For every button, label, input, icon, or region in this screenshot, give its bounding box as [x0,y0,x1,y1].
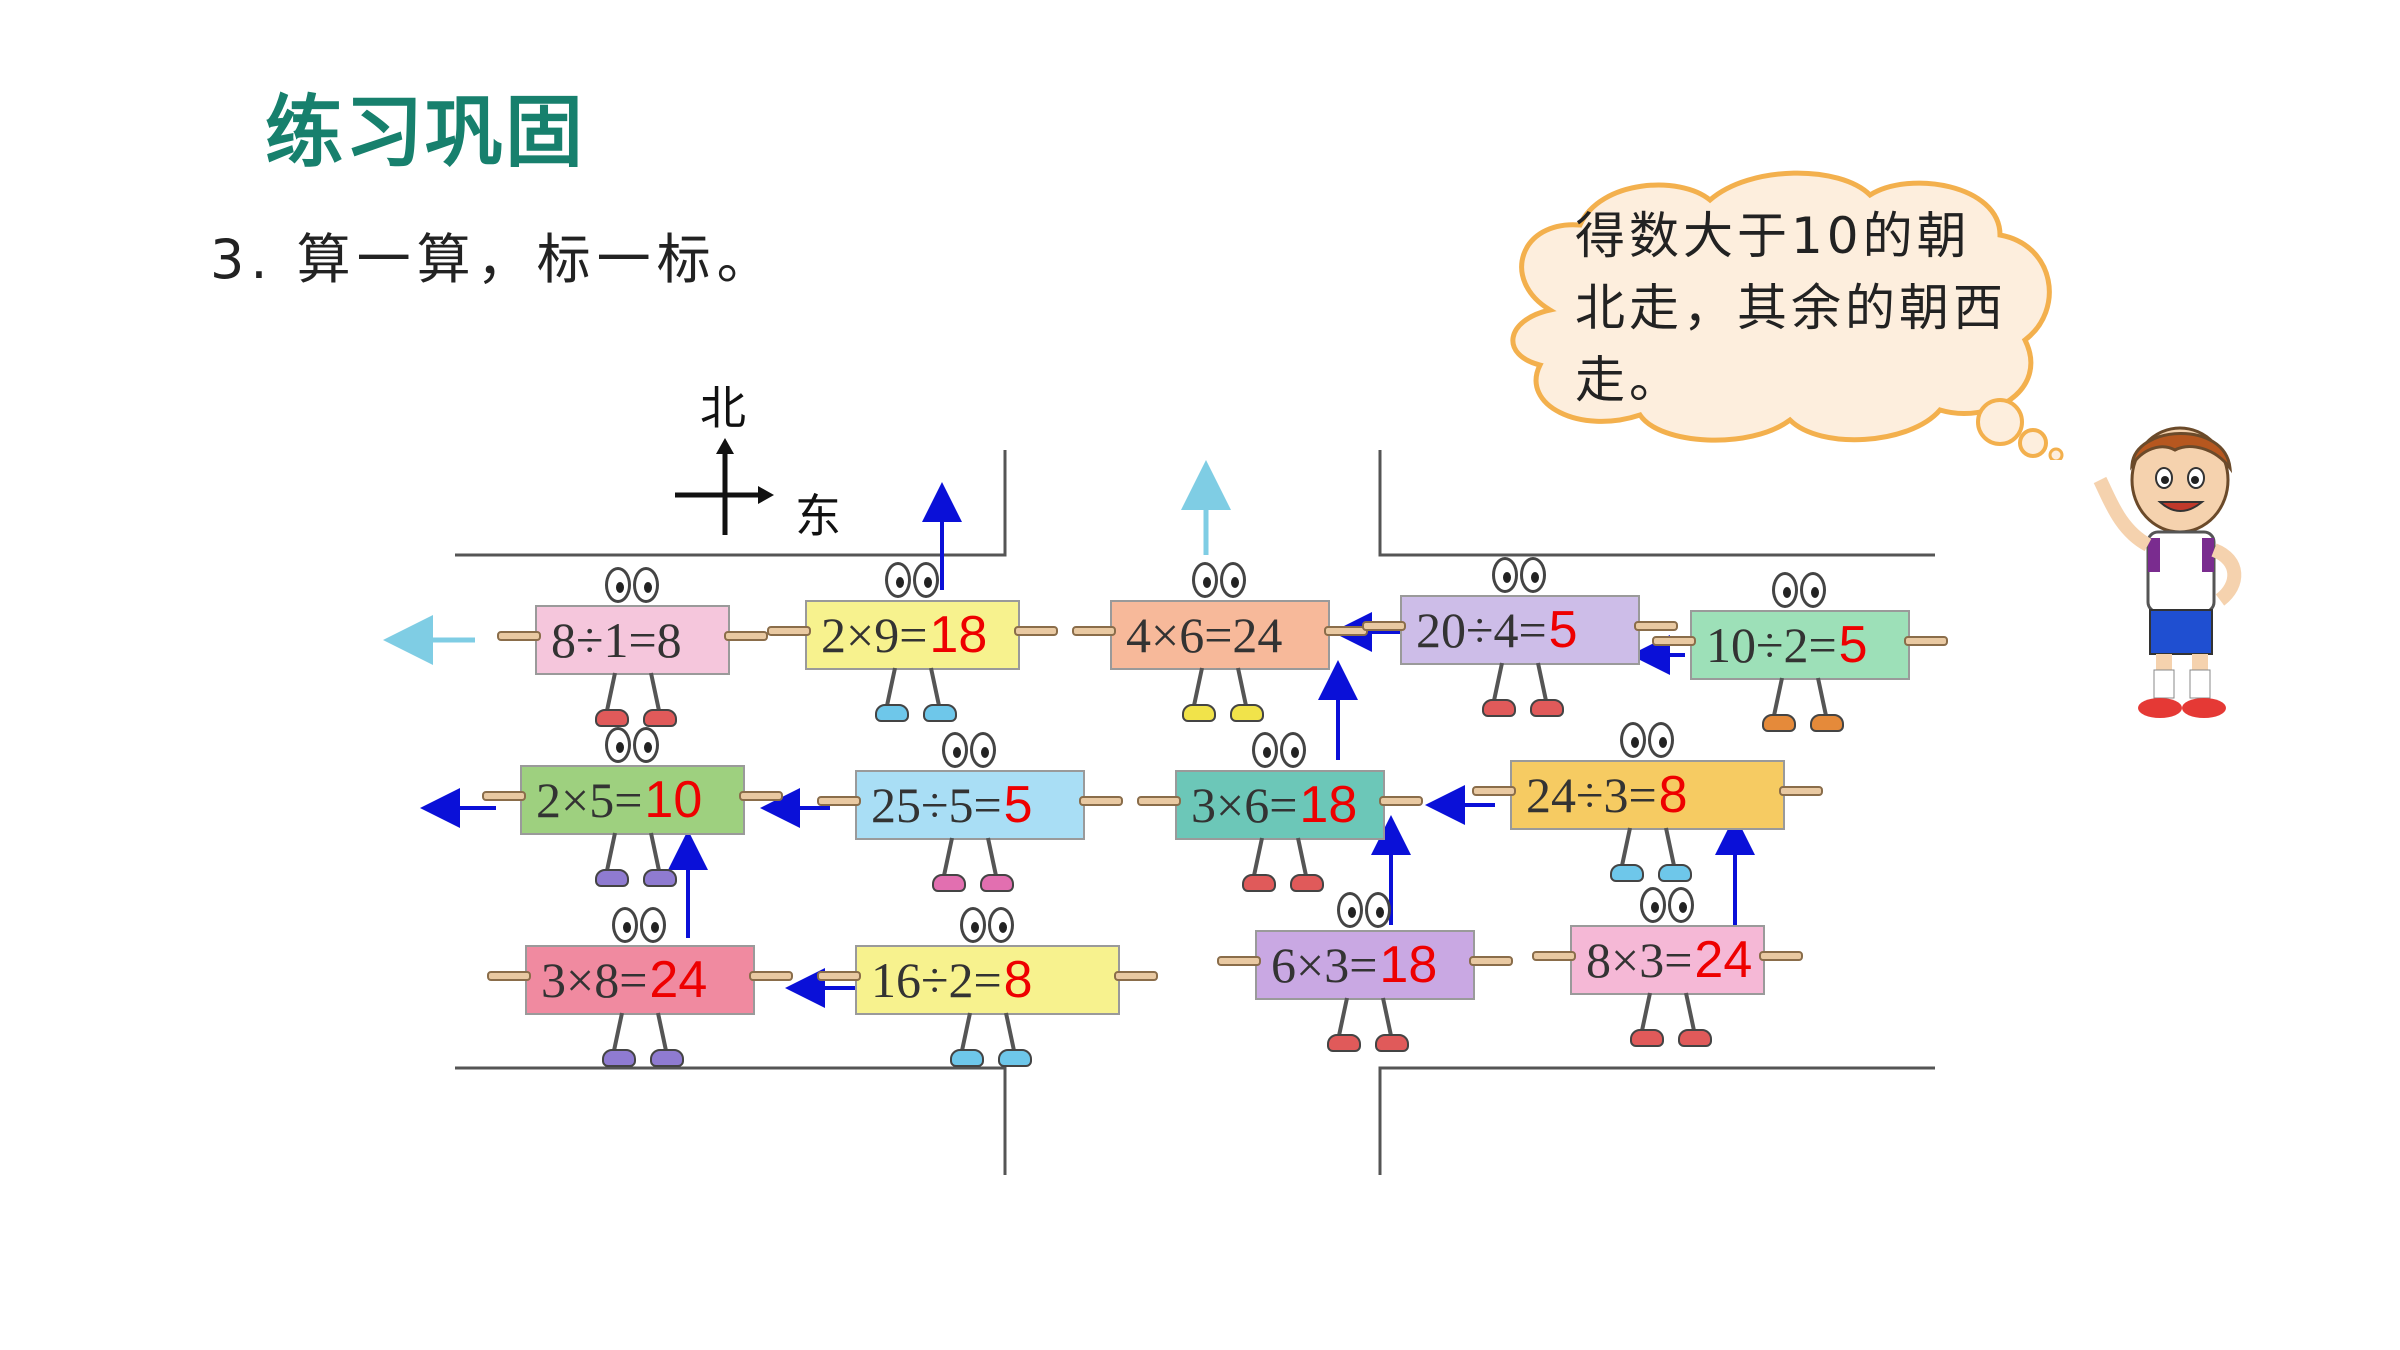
card-answer: 5 [1003,776,1033,834]
card-expression: 24÷3= [1526,767,1657,823]
math-card-1: 8÷1=8 [497,567,768,727]
math-card-3: 4×6=24 [1072,562,1368,722]
card-eyes-icon [603,567,663,611]
boy-character-icon [2093,426,2242,718]
card-expression: 20÷4= [1416,602,1547,658]
card-eyes-icon [1618,722,1678,766]
math-card-9: 24÷3= 8 [1472,722,1823,882]
card-expression: 4×6=24 [1126,607,1283,663]
card-expression: 10÷2= [1706,617,1837,673]
question-text: 3. 算一算，标一标。 [210,228,777,291]
card-eyes-icon [958,907,1018,951]
math-card-6: 2×5= 10 [482,727,783,887]
road-lines [455,450,1935,1175]
card-expression: 8×3= [1586,932,1693,988]
card-expression: 2×5= [536,772,643,828]
card-expression: 25÷5= [871,777,1002,833]
card-eyes-icon [1770,572,1830,616]
card-answer: 8 [1658,766,1688,824]
math-card-13: 8×3= 24 [1532,887,1803,1047]
math-card-2: 2×9= 18 [767,562,1058,722]
math-card-4: 20÷4= 5 [1362,557,1678,717]
card-eyes-icon [610,907,670,951]
card-answer: 5 [1548,601,1578,659]
card-answer: 18 [1379,936,1438,994]
compass-arrows-icon [675,438,774,535]
card-answer: 8 [1003,951,1033,1009]
card-answer: 18 [929,606,988,664]
card-expression: 6×3= [1271,937,1378,993]
bubble-text: 得数大于10的朝北走，其余的朝西走。 [1575,207,2007,409]
card-expression: 3×8= [541,952,648,1008]
card-expression: 3×6= [1191,777,1298,833]
math-card-12: 6×3= 18 [1217,892,1513,1052]
card-answer: 18 [1299,776,1358,834]
math-card-5: 10÷2= 5 [1652,572,1948,732]
card-expression: 2×9= [821,607,928,663]
card-eyes-icon [940,732,1000,776]
thought-bubble [1510,170,2064,460]
card-expression: 16÷2= [871,952,1002,1008]
card-eyes-icon [1335,892,1395,936]
card-eyes-icon [1638,887,1698,931]
card-eyes-icon [1250,732,1310,776]
slide-title: 练习巩固 [265,88,586,178]
card-expression: 8÷1=8 [551,612,682,668]
card-answer: 24 [649,951,708,1009]
math-card-11: 16÷2= 8 [817,907,1158,1067]
math-card-10: 3×8= 24 [487,907,793,1067]
card-eyes-icon [1490,557,1550,601]
east-label: 东 [795,489,841,543]
card-answer: 10 [644,771,703,829]
math-card-7: 25÷5= 5 [817,732,1123,892]
card-eyes-icon [883,562,943,606]
card-eyes-icon [603,727,663,771]
north-label: 北 [700,381,746,435]
card-answer: 24 [1694,931,1753,989]
card-answer: 5 [1838,616,1868,674]
card-eyes-icon [1190,562,1250,606]
math-card-8: 3×6= 18 [1137,732,1423,892]
